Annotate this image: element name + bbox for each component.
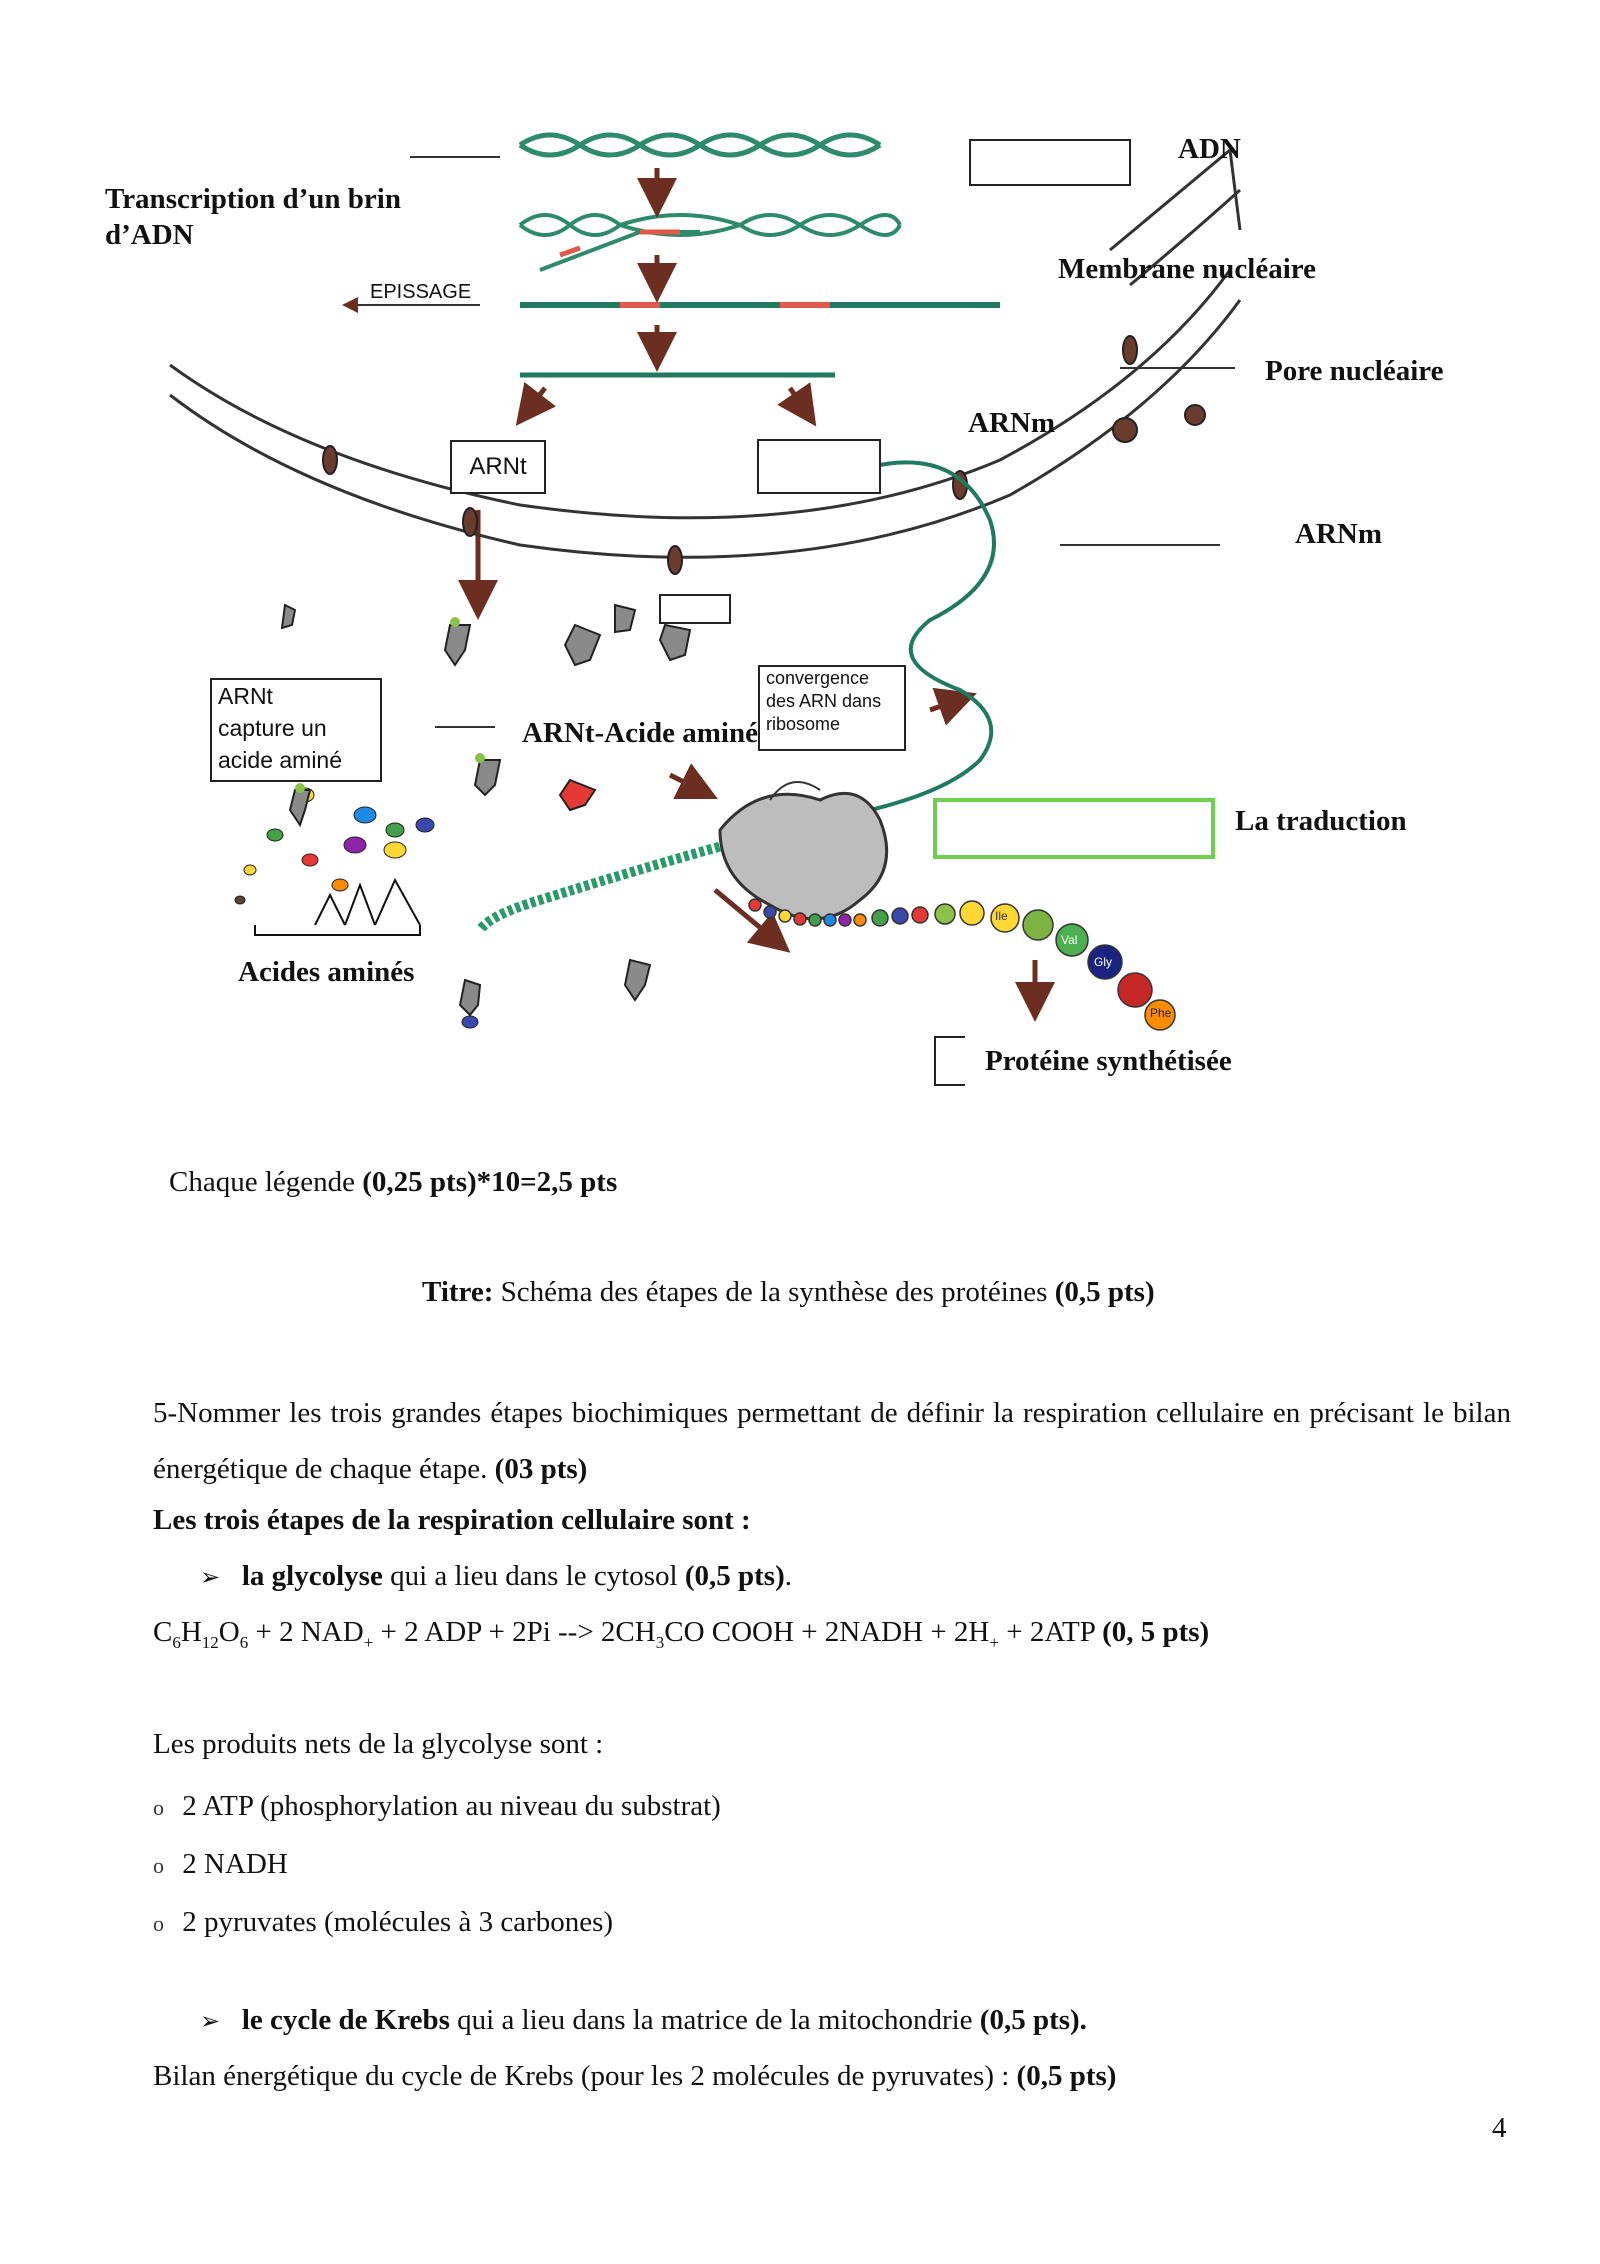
glycolyse-item: ➢ la glycolyse qui a lieu dans le cytoso… xyxy=(200,1554,792,1600)
protein-synthesis-diagram: ADN Transcription d’un brin d’ADN EPISSA… xyxy=(0,0,1600,1100)
produit-pyruvates: 2 pyruvates (molécules à 3 carbones) xyxy=(182,1906,614,1938)
label-pore: Pore nucléaire xyxy=(1265,355,1444,387)
convergence-box: convergence des ARN dans ribosome xyxy=(758,665,906,751)
krebs-bilan-text: Bilan énergétique du cycle de Krebs (pou… xyxy=(153,2060,1017,2092)
list-item: o 2 ATP (phosphorylation au niveau du su… xyxy=(153,1778,721,1836)
label-transcription: Transcription d’un brin d’ADN xyxy=(105,181,401,253)
circle-bullet-icon: o xyxy=(153,1853,164,1878)
chaque-points: (0,25 pts)*10=2,5 pts xyxy=(362,1166,618,1198)
glycolyse-equation: C6H12O6 + 2 NAD+ + 2 ADP + 2Pi --> 2CH3C… xyxy=(153,1616,1210,1652)
dna-helix xyxy=(518,132,882,158)
glycolyse-points: (0,5 pts) xyxy=(684,1560,785,1592)
question-5: 5-Nommer les trois grandes étapes biochi… xyxy=(153,1385,1511,1497)
arrow-bullet-icon: ➢ xyxy=(200,2009,221,2035)
aa-label-val: Val xyxy=(1061,933,1078,947)
label-proteine: Protéine synthétisée xyxy=(985,1045,1232,1077)
label-acides-amines: Acides aminés xyxy=(238,956,415,988)
label-arnm-2: ARNm xyxy=(1295,518,1382,550)
arnt-capture-line1: ARNt xyxy=(218,683,273,709)
equation-points: (0, 5 pts) xyxy=(1102,1616,1210,1648)
krebs-points: (0,5 pts). xyxy=(979,2004,1087,2036)
label-membrane: Membrane nucléaire xyxy=(1058,253,1316,285)
amino-acids-cluster xyxy=(234,787,479,1029)
mrna-strand xyxy=(819,460,996,822)
produits-intro: Les produits nets de la glycolyse sont : xyxy=(153,1728,604,1760)
label-epissage: EPISSAGE xyxy=(370,281,472,303)
arnt-capture-line2: capture un xyxy=(218,715,327,741)
arrow-bullet-icon: ➢ xyxy=(200,1565,221,1591)
glycolyse-desc: qui a lieu dans le cytosol xyxy=(382,1560,685,1592)
titre-label: Titre: xyxy=(422,1276,494,1308)
list-item: o 2 pyruvates (molécules à 3 carbones) xyxy=(153,1894,721,1952)
krebs-item: ➢ le cycle de Krebs qui a lieu dans la m… xyxy=(200,1998,1087,2044)
question-5-points: (03 pts) xyxy=(494,1453,588,1485)
label-traduction: La traduction xyxy=(1235,805,1407,837)
polypeptide-chain xyxy=(748,898,1176,1031)
produit-atp: 2 ATP (phosphorylation au niveau du subs… xyxy=(182,1790,721,1822)
label-transcription-line1: Transcription d’un brin xyxy=(105,183,401,215)
aa-label-ile: Ile xyxy=(995,909,1008,923)
krebs-bilan-points: (0,5 pts) xyxy=(1016,2060,1117,2092)
circle-bullet-icon: o xyxy=(153,1911,164,1936)
respiration-heading: Les trois étapes de la respiration cellu… xyxy=(153,1504,751,1536)
ribosome xyxy=(718,781,889,921)
krebs-bilan: Bilan énergétique du cycle de Krebs (pou… xyxy=(153,2054,1116,2098)
glycolyse-title: la glycolyse xyxy=(241,1560,383,1592)
question-5-text: 5-Nommer les trois grandes étapes biochi… xyxy=(153,1397,1511,1485)
dna-transcription xyxy=(518,213,902,272)
chaque-prefix: Chaque légende xyxy=(169,1166,363,1198)
arnt-capture-box: ARNt capture un acide aminé xyxy=(210,678,382,782)
convergence-line1: convergence xyxy=(766,668,870,688)
circle-bullet-icon: o xyxy=(153,1795,164,1820)
arnt-box: ARNt xyxy=(450,440,546,494)
convergence-line3: ribosome xyxy=(766,714,841,734)
krebs-desc: qui a lieu dans la matrice de la mitocho… xyxy=(449,2004,980,2036)
produit-nadh: 2 NADH xyxy=(182,1848,288,1880)
glycolyse-end: . xyxy=(784,1560,792,1592)
aa-label-gly: Gly xyxy=(1094,955,1112,969)
label-adn: ADN xyxy=(1178,133,1241,165)
titre-points: (0,5 pts) xyxy=(1054,1276,1155,1308)
label-arnm-1: ARNm xyxy=(968,407,1055,439)
convergence-line2: des ARN dans xyxy=(766,691,882,711)
traduction-answer-box xyxy=(933,798,1215,859)
aa-label-phe: Phe xyxy=(1150,1006,1172,1020)
diagram-drawing xyxy=(169,132,1242,1086)
chaque-legende-line: Chaque légende (0,25 pts)*10=2,5 pts xyxy=(169,1160,617,1204)
krebs-title: le cycle de Krebs xyxy=(241,2004,450,2036)
label-arnt-acide: ARNt-Acide aminé xyxy=(522,717,758,749)
produits-list: o 2 ATP (phosphorylation au niveau du su… xyxy=(153,1778,721,1952)
page-number: 4 xyxy=(1492,2112,1507,2144)
titre-line: Titre: Schéma des étapes de la synthèse … xyxy=(422,1270,1155,1314)
list-item: o 2 NADH xyxy=(153,1836,721,1894)
label-transcription-line2: d’ADN xyxy=(105,219,194,251)
trna-shapes xyxy=(280,603,692,1017)
titre-text: Schéma des étapes de la synthèse des pro… xyxy=(493,1276,1055,1308)
arnt-capture-line3: acide aminé xyxy=(218,747,343,773)
